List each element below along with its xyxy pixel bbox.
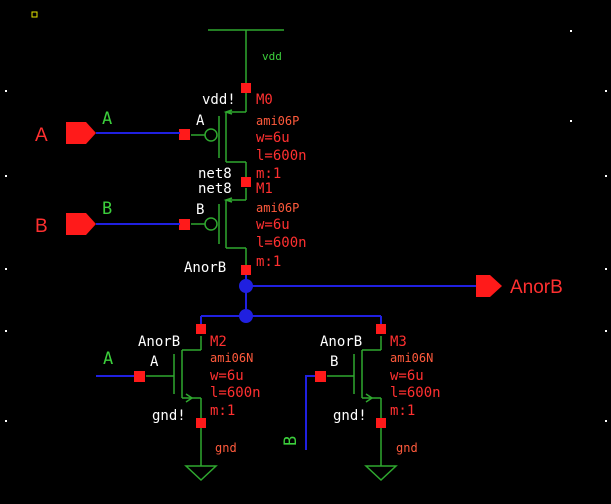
wire-a-bottom-label: A [103,349,113,369]
m2-gnd-net-label: gnd [215,441,237,455]
junction-output [239,279,253,293]
m1-gate-terminal[interactable] [179,219,190,230]
m1-gate-label: B [196,202,204,218]
nmos-m3[interactable] [327,336,398,482]
m1-drain-terminal[interactable] [241,265,251,275]
wire-b-bottom[interactable] [305,375,315,450]
pin-out[interactable] [476,275,502,297]
m0-source-terminal[interactable] [241,83,251,93]
m1-instance-name: M1 [256,181,273,197]
m3-length: l=600n [390,385,441,401]
m2-instance-name: M2 [210,334,227,350]
m3-drain-terminal[interactable] [376,324,386,334]
m3-gnd-net-label: gnd [396,441,418,455]
wire-b-top-label: B [102,199,112,219]
m0-width: w=6u [256,130,290,146]
junction-nmos [239,309,253,323]
m0-top-terminal-label: vdd! [202,92,236,108]
pin-b[interactable] [66,213,96,235]
vdd-symbol[interactable] [208,29,284,88]
m3-bottom-terminal-label: gnd! [333,408,367,424]
m2-drain-terminal[interactable] [196,324,206,334]
pmos-m1[interactable] [191,188,247,266]
m0-length: l=600n [256,148,307,164]
m0-bottom-terminal-label: net8 [198,166,232,182]
m2-length: l=600n [210,385,261,401]
m0-gate-terminal[interactable] [179,129,190,140]
m1-source-terminal[interactable] [241,177,251,187]
m2-top-terminal-label: AnorB [138,334,180,350]
pin-a-label: A [35,125,48,146]
origin-marker [31,11,38,18]
m1-bottom-terminal-label: AnorB [184,260,226,276]
nmos-m2[interactable] [146,336,218,482]
m1-top-terminal-label: net8 [198,181,232,197]
m0-multiplier: m:1 [256,166,281,182]
m3-model: ami06N [390,351,433,365]
m1-width: w=6u [256,217,290,233]
m3-width: w=6u [390,368,424,384]
grid-dots [5,30,607,422]
m3-instance-name: M3 [390,334,407,350]
m3-gate-label: B [330,354,338,370]
m1-model: ami06P [256,201,299,215]
m2-gate-terminal[interactable] [134,371,145,382]
m2-width: w=6u [210,368,244,384]
m1-length: l=600n [256,235,307,251]
m3-gate-terminal[interactable] [315,371,326,382]
pin-out-label: AnorB [510,277,563,298]
m0-model: ami06P [256,114,299,128]
m2-multiplier: m:1 [210,403,235,419]
wire-b-bottom-label: B [281,436,301,446]
m2-bottom-terminal-label: gnd! [152,408,186,424]
m3-source-terminal[interactable] [376,418,386,428]
wire-a-top-label: A [102,109,112,129]
m3-top-terminal-label: AnorB [320,334,362,350]
m0-instance-name: M0 [256,92,273,108]
m2-gate-label: A [150,354,159,370]
pin-b-label: B [35,216,48,237]
vdd-net-label: vdd [262,50,282,63]
m3-multiplier: m:1 [390,403,415,419]
m1-multiplier: m:1 [256,254,281,270]
m2-source-terminal[interactable] [196,418,206,428]
pin-a[interactable] [66,122,96,144]
m0-gate-label: A [196,113,205,129]
m2-model: ami06N [210,351,253,365]
